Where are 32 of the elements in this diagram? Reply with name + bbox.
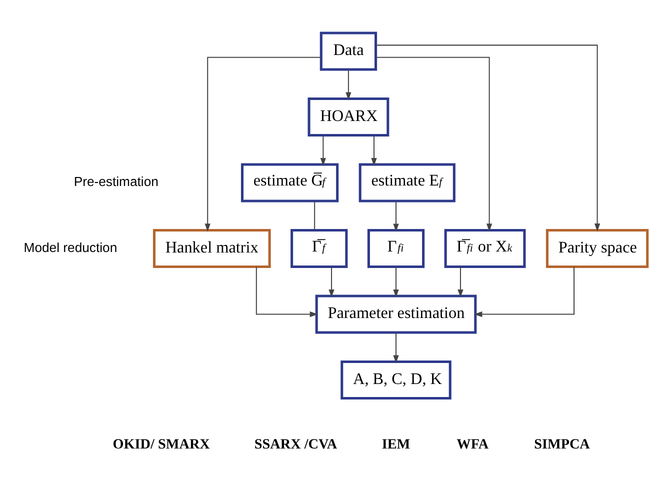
arrow (371, 134, 377, 166)
label: WFA (456, 436, 489, 452)
arrow (328, 266, 334, 298)
node-box: Parity space (546, 228, 649, 268)
arrow (346, 69, 352, 100)
label: SIMPCA (534, 436, 590, 452)
node-box: Hankel matrix (152, 228, 271, 268)
label: OKID/ SMARX (112, 436, 210, 452)
arrow (393, 332, 399, 363)
node-box: Γ̅f (290, 228, 348, 268)
arrow (376, 44, 600, 232)
arrow (458, 266, 464, 298)
connector (314, 200, 316, 230)
node-box: Γ̅fi or Xk (444, 228, 526, 268)
node-box: Data (320, 31, 378, 70)
arrow (393, 266, 399, 298)
arrow (376, 56, 492, 232)
label: Model reduction (24, 239, 118, 254)
label: SSARX /CVA (254, 436, 338, 452)
node-box: Γfi (367, 228, 425, 268)
node-box: A, B, C, D, K (340, 360, 452, 399)
node-box: HOARX (308, 97, 390, 136)
arrow (204, 56, 321, 232)
node-box: estimate G̅f (240, 162, 339, 202)
node-box: Parameter estimation (315, 294, 477, 334)
arrow (474, 266, 575, 317)
label: Pre-estimation (74, 174, 158, 189)
label: IEM (382, 436, 410, 452)
node-box: estimate Ef (358, 162, 456, 202)
arrow (320, 134, 326, 166)
arrow (256, 266, 318, 317)
arrow (393, 200, 399, 232)
